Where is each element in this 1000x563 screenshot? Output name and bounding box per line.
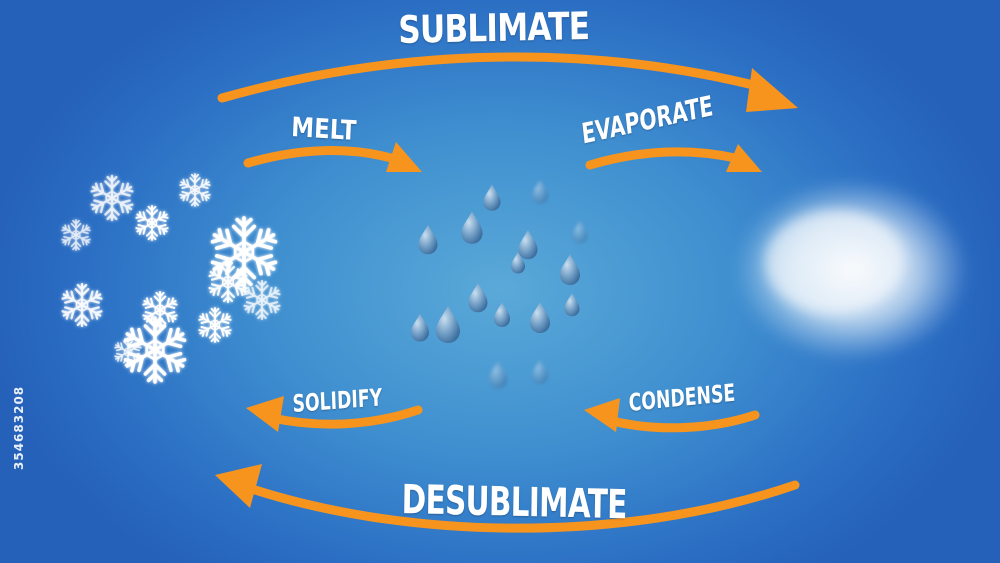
water-drop-icon [436, 305, 460, 343]
desublimate-label: DESUBLIMATE [401, 477, 627, 529]
condense-arrow [603, 410, 760, 433]
melt-label: MELT [290, 112, 357, 147]
sublimate-label: SUBLIMATE [398, 3, 590, 52]
water-drop-cluster [411, 179, 588, 389]
snowflake-icon [179, 174, 212, 206]
water-drop-icon [572, 220, 588, 244]
sublimate-arrow [217, 52, 770, 103]
solidify-arrow [267, 405, 423, 429]
desublimate-arrowhead [215, 464, 262, 508]
melt-arrow [243, 146, 403, 168]
snowflake-cluster [61, 174, 282, 382]
water-drop-icon [418, 224, 438, 255]
water-drop-icon [461, 211, 483, 244]
evaporate-arrow [585, 147, 740, 170]
desublimate-arrow [235, 480, 800, 533]
water-drop-icon [494, 302, 510, 327]
water-drop-icon [411, 313, 429, 342]
snowflake-icon [61, 220, 91, 250]
water-drop-icon [483, 184, 501, 211]
condense-arrowhead [584, 398, 620, 432]
solidify-arrowhead [246, 396, 284, 432]
watermark-id: 354683208 [12, 385, 26, 470]
water-drop-icon [489, 360, 507, 389]
melt-arrowhead [386, 142, 422, 172]
sublimate-arrowhead [746, 68, 798, 112]
evaporate-arrowhead [726, 144, 762, 172]
water-drop-icon [530, 302, 550, 333]
water-drop-icon [518, 229, 538, 260]
water-drop-icon [532, 359, 548, 384]
snowflake-icon [61, 284, 104, 326]
vapor-cloud-icon [734, 178, 970, 362]
snowflake-icon [135, 206, 170, 240]
snowflake-icon [243, 281, 282, 319]
snowflake-icon [90, 176, 135, 220]
snowflake-icon [198, 308, 233, 342]
water-drop-icon [468, 282, 488, 313]
water-drop-icon [564, 293, 580, 317]
water-drop-icon [532, 179, 548, 204]
snowflake-icon [114, 338, 142, 366]
water-drop-icon [560, 254, 580, 285]
